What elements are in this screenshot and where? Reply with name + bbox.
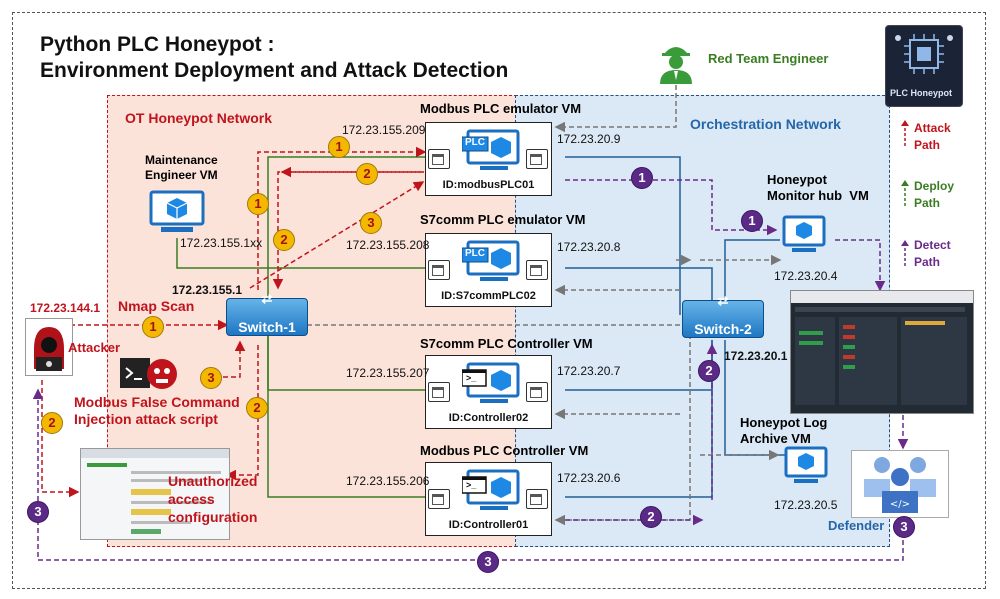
attack-script-label: Modbus False Command Injection attack sc… [74, 394, 240, 427]
vm-id: ID:Controller02 [448, 412, 529, 424]
attack-script-icon [118, 354, 180, 394]
vm-monitor-icon: PLC [461, 240, 522, 284]
red-team-engineer-icon [656, 40, 696, 84]
attacker-label: Attacker [68, 340, 121, 355]
log-archive-ip: 172.23.20.5 [774, 498, 838, 512]
config-screenshot [80, 448, 230, 540]
monitor-hub-ip: 172.23.20.4 [774, 269, 838, 283]
dashboard-screenshot [790, 290, 974, 414]
orc-port [526, 489, 548, 509]
detect-step-1-badge: 1 [631, 167, 653, 189]
defender-label: Defender [828, 518, 885, 533]
vm3-orc-ip: 172.23.20.6 [557, 471, 621, 485]
log-archive-icon [784, 446, 828, 486]
unauthorized-label: Unauthorized access configuration [168, 473, 258, 525]
vm0-ot-ip: 172.23.155.209 [342, 123, 426, 137]
title-line2: Environment Deployment and Attack Detect… [40, 59, 509, 82]
vm3-ot-ip: 172.23.155.206 [346, 474, 430, 488]
ot-port [428, 149, 450, 169]
legend-detect: Detect Path [914, 238, 951, 269]
detect-step-2-badge-bottom: 2 [640, 506, 662, 528]
switch1-ip: 172.23.155.1 [172, 283, 243, 297]
switch-step-2-badge: 2 [246, 397, 268, 419]
defender-icon: </> [851, 450, 949, 518]
legend: Attack Path Deploy Path Detect Path [898, 118, 978, 278]
detect-step-3-badge-defender: 3 [893, 516, 915, 538]
vm2-orc-ip: 172.23.20.7 [557, 364, 621, 378]
vm-tag: PLC [465, 137, 485, 148]
detect-step-1-badge-hub: 1 [741, 210, 763, 232]
vm-s7comm-plc[interactable]: PLC ID:S7commPLC02 [425, 233, 552, 307]
vm-tag: PLC [465, 248, 485, 259]
attacker-icon [25, 318, 73, 376]
vm-tag: >_ [466, 373, 477, 383]
ot-port [428, 260, 450, 280]
red-team-engineer-label: Red Team Engineer [708, 51, 829, 66]
legend-attack: Attack Path [914, 121, 951, 152]
ot-network-label: OT Honeypot Network [125, 110, 273, 126]
vm-modbus-plc[interactable]: PLC ID:modbusPLC01 [425, 122, 552, 196]
vm-modbus-controller[interactable]: >_ ID:Controller01 [425, 462, 552, 536]
maintenance-vm-icon [149, 190, 205, 235]
attacker-ip: 172.23.144.1 [30, 301, 101, 315]
vm-title-modbus-plc: Modbus PLC emulator VM [420, 101, 582, 116]
attack-step-1-badge: 1 [328, 136, 350, 158]
orchestration-network-label: Orchestration Network [690, 116, 841, 132]
attack-step-1-badge-vertical: 1 [247, 193, 269, 215]
detect-step-2-badge-switch: 2 [698, 360, 720, 382]
attack-step-2-badge: 2 [356, 163, 378, 185]
vm0-orc-ip: 172.23.20.9 [557, 132, 621, 146]
outer-frame [12, 12, 986, 589]
vm-s7comm-controller[interactable]: >_ ID:Controller02 [425, 355, 552, 429]
vm-monitor-icon: >_ [461, 469, 522, 513]
logo-text: PLC Honeypot [890, 88, 952, 98]
attack-step-3-badge: 3 [360, 212, 382, 234]
vm2-ot-ip: 172.23.155.207 [346, 366, 430, 380]
monitor-hub-icon [782, 215, 826, 255]
vm-id: ID:Controller01 [448, 519, 529, 531]
nmap-step-1-badge: 1 [142, 316, 164, 338]
vm-id: ID:modbusPLC01 [442, 179, 535, 191]
vm-tag: >_ [466, 480, 477, 490]
plc-honeypot-logo: PLC Honeypot [885, 25, 963, 107]
vm-title-s7comm-plc: S7comm PLC emulator VM [420, 212, 586, 227]
detect-step-3-badge-left: 3 [27, 501, 49, 523]
svg-text:</>: </> [890, 499, 910, 510]
maintenance-label: Maintenance Engineer VM [145, 153, 218, 182]
legend-deploy: Deploy Path [914, 179, 955, 210]
orc-port [526, 149, 548, 169]
vm-monitor-icon: >_ [461, 362, 522, 406]
switch2[interactable]: Switch-2 [682, 283, 764, 338]
vm-title-modbus-controller: Modbus PLC Controller VM [420, 443, 589, 458]
log-archive-label: Honeypot Log Archive VM [740, 415, 828, 446]
nmap-scan-label: Nmap Scan [118, 298, 195, 314]
vm1-orc-ip: 172.23.20.8 [557, 240, 621, 254]
vm1-ot-ip: 172.23.155.208 [346, 238, 430, 252]
script-step-3-badge: 3 [200, 367, 222, 389]
vm-monitor-icon: PLC [461, 129, 522, 173]
ot-port [428, 489, 450, 509]
switch2-ip: 172.23.20.1 [724, 349, 788, 363]
orc-port [526, 382, 548, 402]
ot-port [428, 382, 450, 402]
vm-title-s7comm-controller: S7comm PLC Controller VM [420, 336, 593, 351]
maintenance-ip: 172.23.155.1xx [180, 236, 263, 250]
switch1[interactable]: Switch-1 [226, 281, 308, 336]
orc-port [526, 260, 548, 280]
monitor-hub-label: Honeypot Monitor hub VM [767, 172, 869, 203]
vm-id: ID:S7commPLC02 [441, 290, 536, 302]
detect-step-3-badge-bottom: 3 [477, 551, 499, 573]
title-line1: Python PLC Honeypot : [40, 33, 275, 56]
attacker-step-2-badge: 2 [41, 412, 63, 434]
attack-step-2-badge-vertical: 2 [273, 229, 295, 251]
